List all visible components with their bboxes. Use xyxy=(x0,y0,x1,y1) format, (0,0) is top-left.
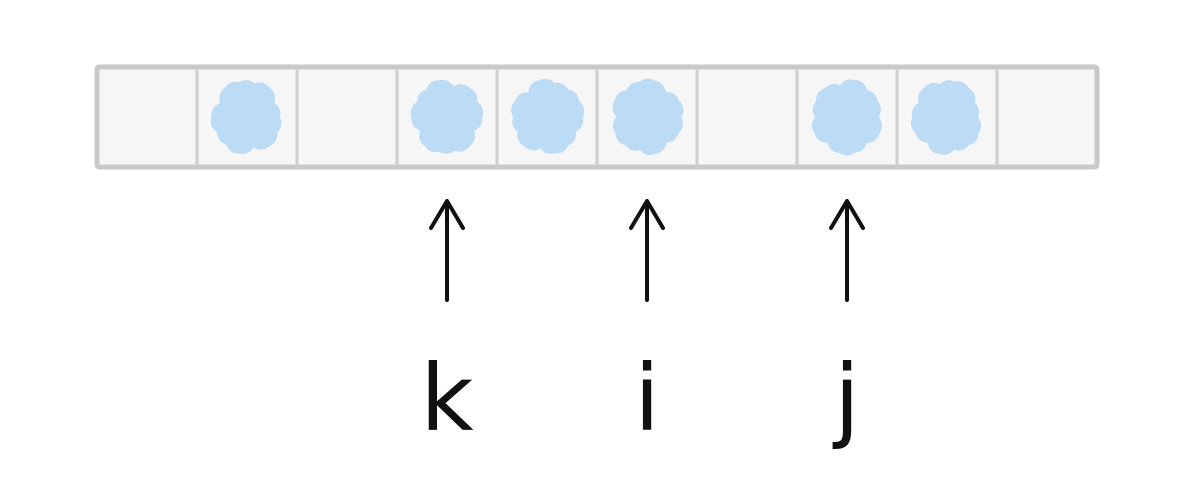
array-cell xyxy=(997,67,1097,167)
filled-cell-marker xyxy=(210,80,282,155)
filled-cell-marker xyxy=(511,78,585,155)
array-cell xyxy=(97,67,197,167)
pointer-label: j xyxy=(832,345,860,452)
arrow-head-icon xyxy=(629,199,665,230)
filled-cell-marker xyxy=(910,80,982,155)
array-frame xyxy=(94,64,1100,170)
filled-cell-marker xyxy=(612,78,684,156)
arrow-head-icon xyxy=(829,199,865,230)
pointer-k: k xyxy=(420,199,474,452)
pointer-label: k xyxy=(420,345,474,452)
pointer-i: i xyxy=(629,199,665,452)
filled-cell-marker xyxy=(410,79,484,154)
arrow-head-icon xyxy=(429,199,465,230)
array-cell xyxy=(297,67,397,167)
pointer-j: j xyxy=(829,199,865,452)
pointer-label: i xyxy=(634,345,660,452)
filled-cell-marker xyxy=(811,79,882,156)
array-cell xyxy=(697,67,797,167)
filled-markers xyxy=(210,78,982,156)
